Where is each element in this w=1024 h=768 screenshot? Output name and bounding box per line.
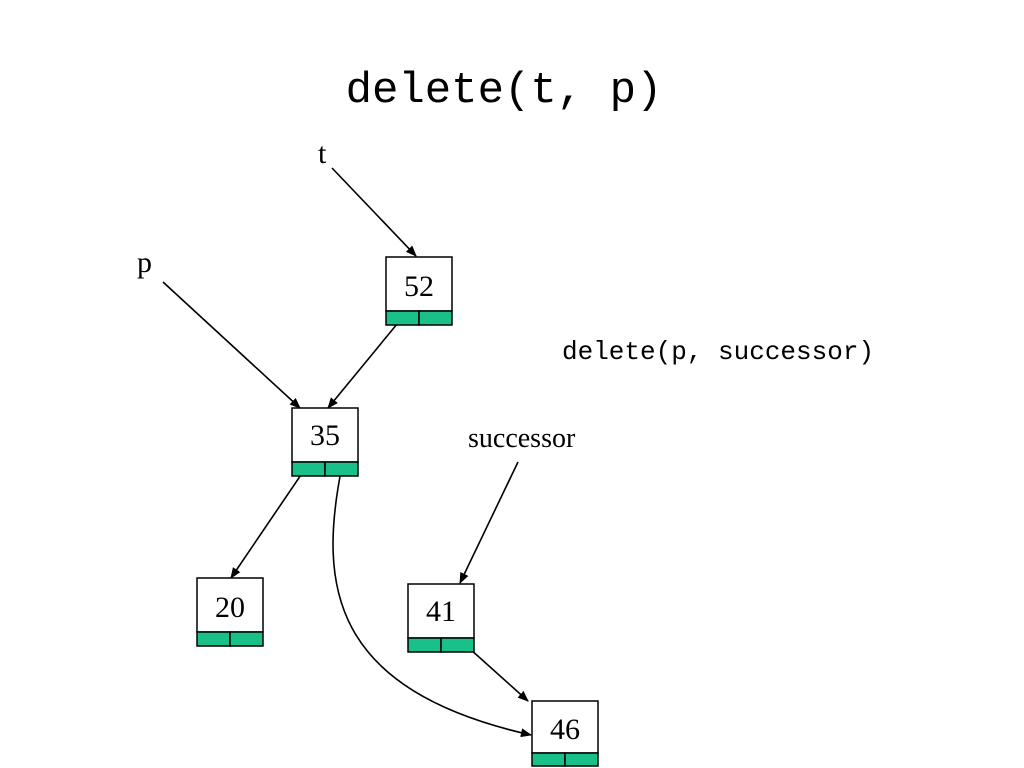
pointer-label-p: p (137, 246, 152, 279)
edge-52-to-35 (327, 317, 403, 409)
left-pointer-field (407, 637, 442, 653)
left-pointer-field (196, 631, 231, 647)
edge-successor-to-41 (459, 461, 519, 585)
edge-p-to-35 (162, 281, 301, 409)
edge-35-to-20 (230, 465, 308, 579)
tree-node-35: 35 (291, 407, 359, 477)
node-value: 52 (404, 270, 434, 303)
tree-node-41: 41 (407, 583, 475, 653)
right-pointer-field (564, 752, 599, 767)
node-value: 41 (426, 595, 456, 628)
call-label: delete(p, successor) (562, 337, 874, 367)
tree-node-52: 52 (385, 256, 453, 326)
edge-t-to-52 (331, 167, 417, 257)
pointer-label-successor: successor (468, 423, 576, 454)
page-title: delete(t, p) (346, 66, 663, 116)
edge-35-to-46 (332, 465, 533, 738)
right-pointer-field (440, 637, 475, 653)
tree-node-20: 20 (196, 577, 264, 647)
right-pointer-field (229, 631, 264, 647)
pointer-label-t: t (318, 137, 327, 170)
node-value: 20 (215, 591, 245, 624)
left-pointer-field (531, 752, 566, 767)
left-pointer-field (385, 310, 420, 326)
node-value: 46 (550, 713, 580, 746)
right-pointer-field (324, 461, 359, 477)
left-pointer-field (291, 461, 326, 477)
right-pointer-field (418, 310, 453, 326)
node-value: 35 (310, 419, 340, 452)
tree-node-46: 46 (531, 700, 599, 767)
